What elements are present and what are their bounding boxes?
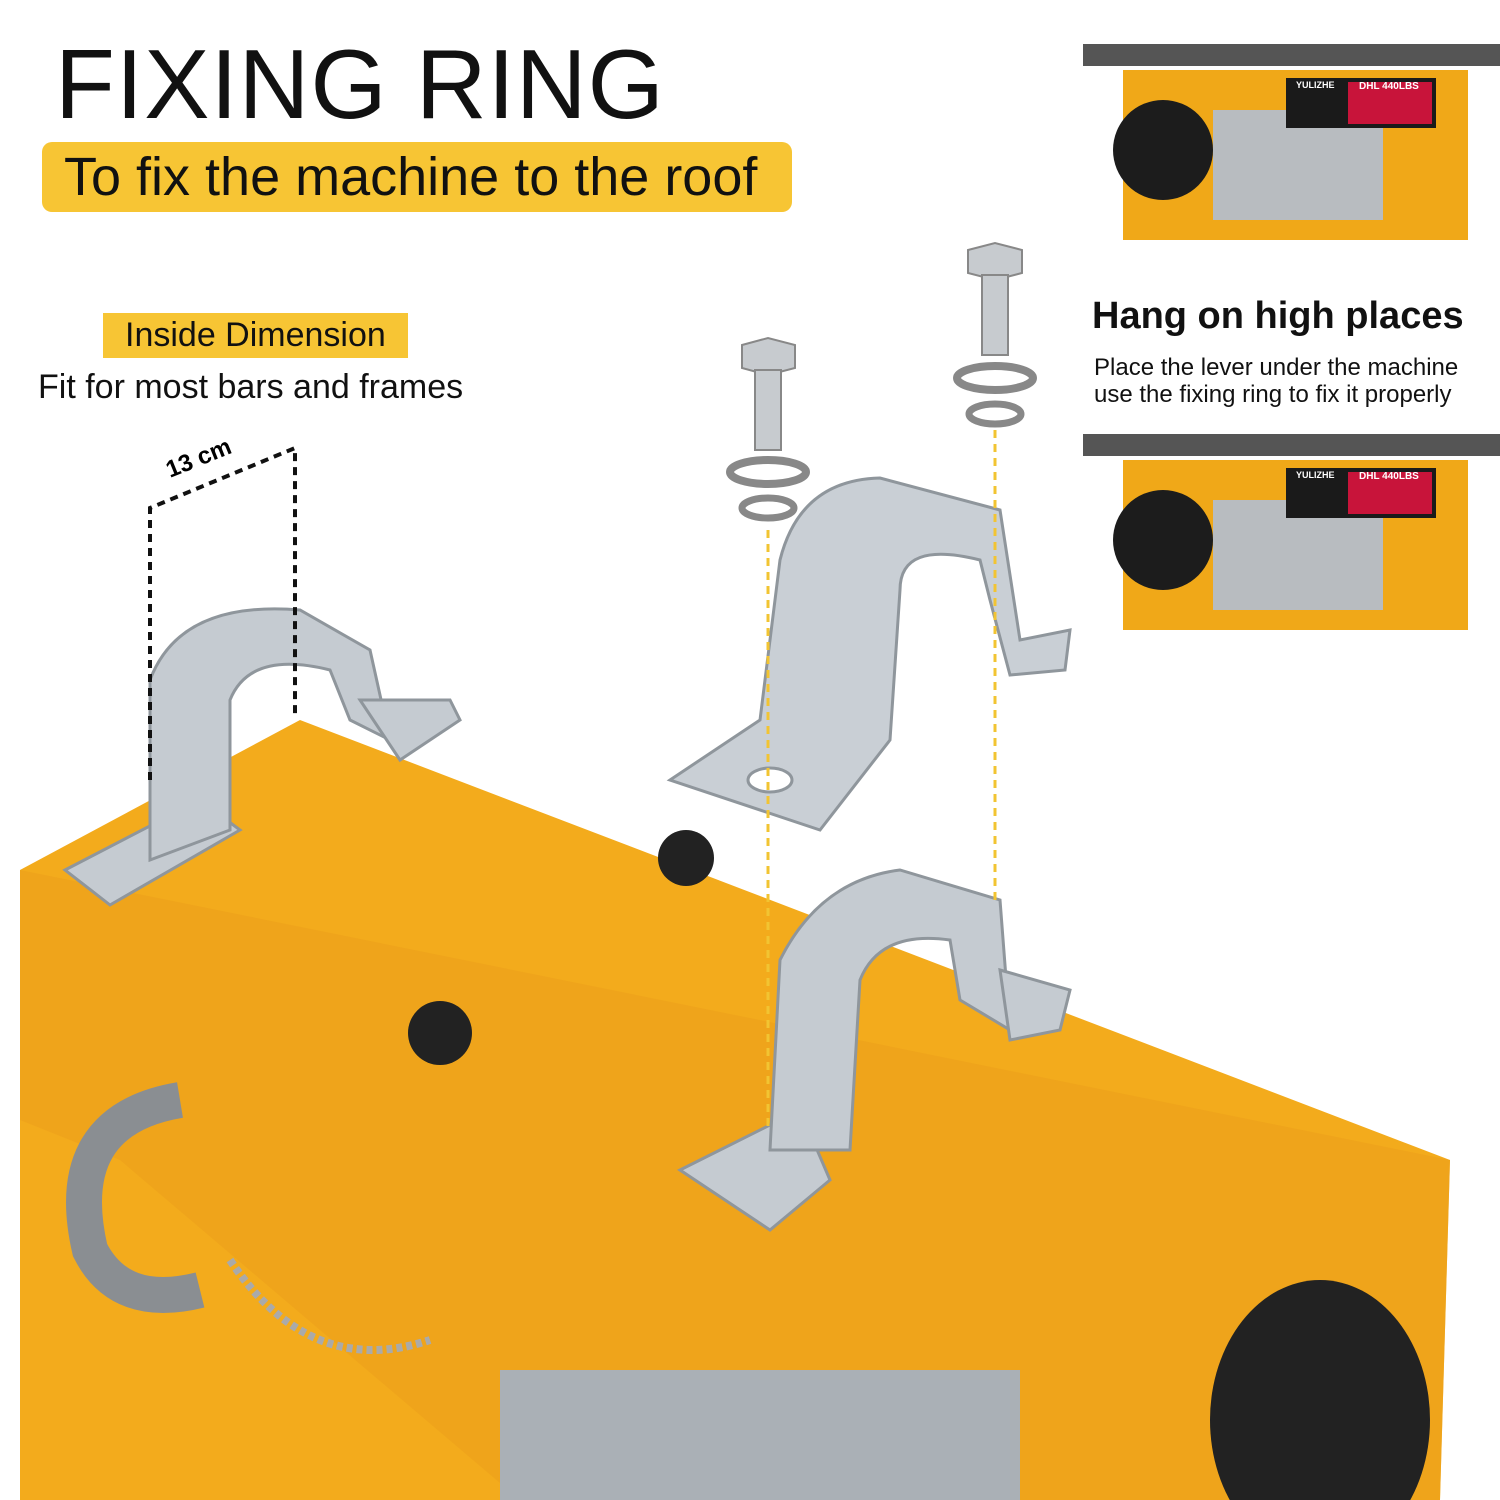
fixing-ring-left bbox=[62, 607, 462, 907]
subtitle-banner: To fix the machine to the roof bbox=[42, 142, 792, 212]
fixing-ring-exploded bbox=[666, 476, 1072, 832]
hook bbox=[66, 1082, 205, 1313]
side-description-line: Place the lever under the machine bbox=[1094, 354, 1459, 381]
dimension-description: Fit for most bars and frames bbox=[38, 368, 464, 406]
hoist-photo-bottom: YULIZHE DHL 440LBS bbox=[1083, 430, 1500, 660]
bolt-right bbox=[953, 241, 1037, 428]
drum bbox=[500, 1370, 1020, 1500]
motor bbox=[1210, 1280, 1430, 1500]
fixing-ring-right bbox=[677, 868, 1072, 1232]
screw-hole bbox=[658, 830, 714, 886]
spring-chain bbox=[226, 1257, 432, 1354]
screw-hole bbox=[408, 1001, 472, 1065]
side-description-line: use the fixing ring to fix it properly bbox=[1094, 381, 1452, 408]
product-brand: YULIZHE bbox=[1296, 80, 1335, 90]
side-title: Hang on high places bbox=[1092, 295, 1464, 337]
page-title: FIXING RING bbox=[55, 29, 665, 139]
product-model: DHL 440LBS bbox=[1359, 471, 1419, 482]
dimension-label: Inside Dimension bbox=[103, 313, 408, 358]
dimension-line bbox=[148, 445, 297, 780]
hoist-photo-top: YULIZHE DHL 440LBS bbox=[1083, 40, 1500, 270]
bolt-left bbox=[726, 336, 810, 522]
product-brand: YULIZHE bbox=[1296, 470, 1335, 480]
product-model: DHL 440LBS bbox=[1359, 81, 1419, 92]
